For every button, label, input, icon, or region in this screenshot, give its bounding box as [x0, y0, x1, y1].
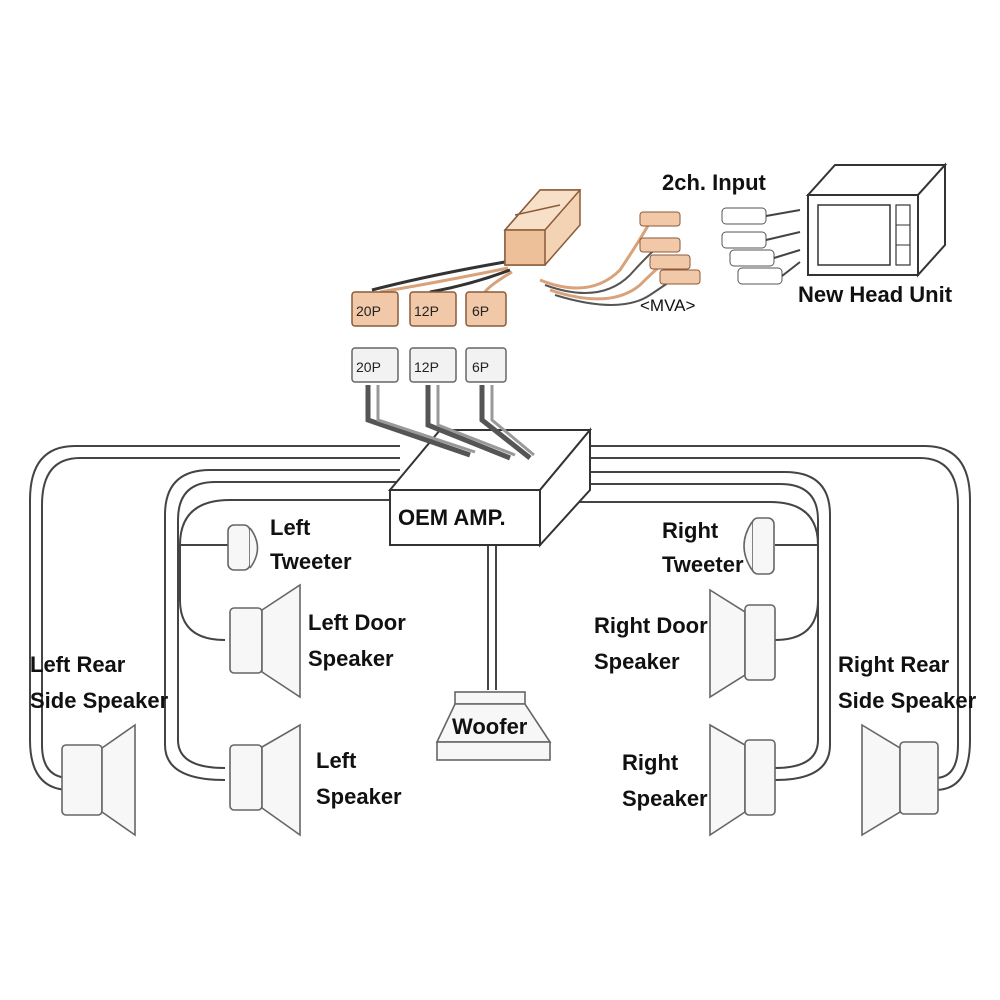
oem-amp-label: OEM AMP. — [398, 505, 506, 530]
connector-20p-bottom: 20P — [356, 359, 381, 375]
left-door-speaker-icon — [229, 583, 301, 699]
left-rear-side-speaker-icon — [61, 723, 136, 837]
connector-20p-top: 20P — [356, 303, 381, 319]
mva-connectors: 20P 12P 6P — [351, 291, 507, 327]
speaker-wiring — [29, 445, 971, 791]
oem-amp: OEM AMP. — [387, 427, 593, 548]
oem-connectors: 20P 12P 6P — [351, 347, 507, 383]
right-tweeter-icon — [743, 517, 775, 575]
connector-12p-bottom: 12P — [414, 359, 439, 375]
right-door-speaker-icon — [709, 588, 776, 699]
input-label: 2ch. Input — [662, 170, 767, 195]
head-unit — [805, 162, 948, 278]
left-tweeter-icon — [227, 524, 259, 571]
rca-plugs — [639, 207, 801, 285]
woofer-icon — [435, 691, 552, 761]
connector-12p-top: 12P — [414, 303, 439, 319]
connector-6p-bottom: 6P — [472, 359, 489, 375]
head-unit-label: New Head Unit — [798, 282, 953, 307]
right-speaker-icon — [709, 723, 776, 837]
right-rear-side-speaker-icon — [861, 723, 939, 837]
mva-module — [371, 189, 673, 306]
left-speaker-icon — [229, 723, 301, 837]
woofer-label: Woofer — [452, 714, 528, 739]
mva-label: <MVA> — [640, 296, 696, 315]
harness-to-amp — [365, 385, 535, 461]
connector-6p-top: 6P — [472, 303, 489, 319]
